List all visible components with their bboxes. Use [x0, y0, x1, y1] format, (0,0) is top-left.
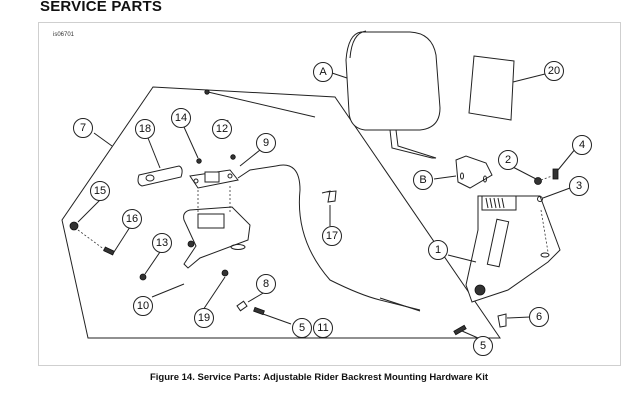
- grommet-cover: [137, 165, 183, 187]
- leader-lines: [77, 72, 577, 339]
- figure-caption: Figure 14. Service Parts: Adjustable Rid…: [149, 372, 489, 383]
- mounting-bracket: [183, 186, 251, 269]
- callout-14: 14: [171, 108, 191, 128]
- callout-B: B: [413, 170, 433, 190]
- clip-6: [497, 313, 507, 328]
- svg-text:17: 17: [326, 230, 338, 242]
- callout-16: 16: [122, 209, 142, 229]
- nut-13: [139, 273, 147, 281]
- svg-text:9: 9: [263, 137, 269, 149]
- svg-text:5: 5: [480, 340, 486, 352]
- nut-top: [187, 240, 195, 248]
- svg-text:18: 18: [139, 123, 151, 135]
- bushing-15: [69, 221, 79, 231]
- screw-4: [552, 168, 559, 180]
- callout-4: 4: [572, 135, 592, 155]
- figure-id-label: is06701: [53, 32, 75, 38]
- cable-clip: [321, 190, 337, 203]
- callout-12: 12: [212, 119, 232, 139]
- screw-14b: [230, 154, 236, 160]
- cable-strap: [204, 89, 316, 118]
- hardware-right: [453, 168, 559, 336]
- section-title: SERVICE PARTS: [40, 0, 163, 15]
- callout-9: 9: [256, 133, 276, 153]
- svg-text:6: 6: [536, 311, 542, 323]
- kit-boundary-outline: [61, 86, 501, 339]
- svg-text:8: 8: [263, 278, 269, 290]
- svg-text:13: 13: [156, 237, 168, 249]
- callout-5-left: 5: [292, 318, 312, 338]
- svg-text:14: 14: [175, 112, 187, 124]
- backrest-pad: [345, 30, 441, 159]
- hardware-pieces: [69, 221, 265, 316]
- svg-text:4: 4: [579, 139, 585, 151]
- svg-text:1: 1: [435, 244, 441, 256]
- svg-text:12: 12: [216, 123, 228, 135]
- callout-8: 8: [256, 274, 276, 294]
- svg-text:A: A: [319, 66, 327, 78]
- callout-11: 11: [313, 318, 333, 338]
- svg-text:B: B: [419, 174, 426, 186]
- svg-text:20: 20: [548, 65, 560, 77]
- svg-text:5: 5: [299, 322, 305, 334]
- clamp-8: [236, 300, 248, 312]
- washer-3: [537, 196, 543, 202]
- svg-text:3: 3: [576, 180, 582, 192]
- svg-text:2: 2: [505, 154, 511, 166]
- svg-text:7: 7: [80, 122, 86, 134]
- callout-18: 18: [135, 119, 155, 139]
- callout-3: 3: [569, 176, 589, 196]
- backrest-mount-bracket: [455, 155, 493, 189]
- callout-7: 7: [73, 118, 93, 138]
- callout-5-right: 5: [473, 336, 493, 356]
- svg-text:10: 10: [137, 300, 149, 312]
- release-latch: [189, 154, 277, 189]
- callout-6: 6: [529, 307, 549, 327]
- svg-text:16: 16: [126, 213, 138, 225]
- screw-5-11: [253, 306, 265, 316]
- callout-15: 15: [90, 181, 110, 201]
- release-cable: [275, 164, 421, 311]
- svg-text:11: 11: [317, 322, 328, 334]
- screw-5: [453, 324, 467, 336]
- screw-14a: [196, 158, 202, 164]
- callout-10: 10: [133, 296, 153, 316]
- bolt-16: [103, 246, 115, 256]
- instruction-label-sheet: [468, 55, 515, 121]
- nut-2: [534, 177, 542, 185]
- callout-1: 1: [428, 240, 448, 260]
- nut-19: [221, 269, 229, 277]
- callout-A: A: [313, 62, 333, 82]
- callout-17: 17: [322, 226, 342, 246]
- recline-mechanism: [465, 195, 561, 303]
- svg-text:19: 19: [198, 312, 210, 324]
- callout-2: 2: [498, 150, 518, 170]
- callout-13: 13: [152, 233, 172, 253]
- callout-19: 19: [194, 308, 214, 328]
- svg-text:15: 15: [94, 185, 106, 197]
- callout-20: 20: [544, 61, 564, 81]
